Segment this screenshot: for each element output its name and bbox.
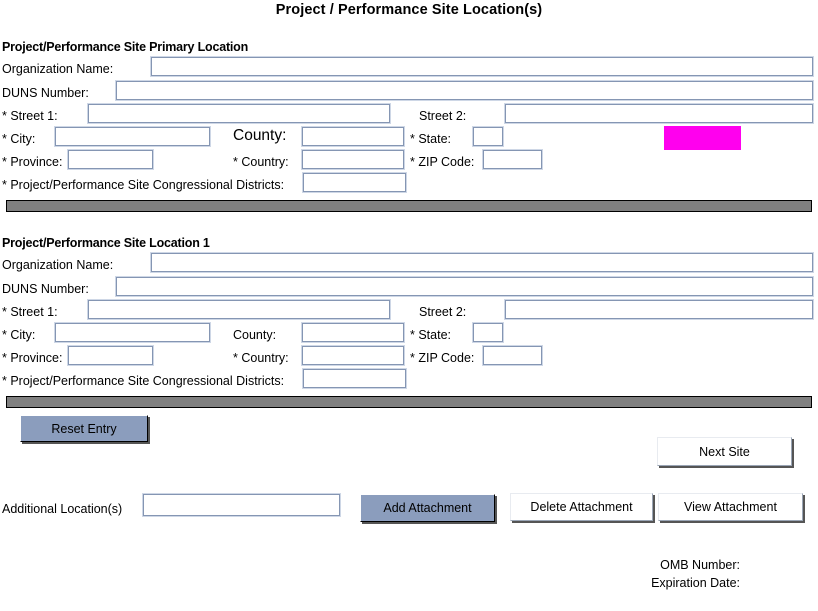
primary-street1-input[interactable] [88, 104, 390, 123]
page-title: Project / Performance Site Location(s) [275, 2, 543, 18]
primary-duns-number-input[interactable] [116, 81, 813, 100]
delete-attachment-button[interactable]: Delete Attachment [510, 493, 653, 521]
location1-organization-name-input[interactable] [151, 253, 813, 272]
primary-street2-label: Street 2: [419, 109, 467, 123]
location1-country-input[interactable] [302, 346, 404, 365]
location1-street1-input[interactable] [88, 300, 390, 319]
primary-street1-label: * Street 1: [2, 109, 58, 123]
primary-state-label: * State: [410, 132, 451, 146]
additional-locations-label: Additional Location(s) [2, 502, 123, 516]
primary-state-highlight-marker [664, 126, 741, 150]
location1-organization-name-label: Organization Name: [2, 258, 114, 272]
primary-province-input[interactable] [68, 150, 153, 169]
primary-state-input[interactable] [473, 127, 503, 146]
location1-congressional-districts-input[interactable] [303, 369, 406, 388]
primary-location-heading: Project/Performance Site Primary Locatio… [2, 40, 249, 54]
location1-city-label: * City: [2, 328, 36, 342]
primary-organization-name-input[interactable] [151, 57, 813, 76]
primary-zip-code-label: * ZIP Code: [410, 155, 475, 169]
location1-heading: Project/Performance Site Location 1 [2, 236, 210, 250]
primary-zip-code-input[interactable] [483, 150, 542, 169]
next-site-button[interactable]: Next Site [657, 437, 792, 466]
primary-city-label: * City: [2, 132, 36, 146]
primary-country-input[interactable] [302, 150, 404, 169]
primary-country-label: * Country: [233, 155, 289, 169]
location1-street2-input[interactable] [505, 300, 813, 319]
primary-street2-input[interactable] [505, 104, 813, 123]
location1-province-input[interactable] [68, 346, 153, 365]
location1-county-input[interactable] [302, 323, 404, 342]
primary-county-label: County: [233, 127, 287, 144]
location1-street1-label: * Street 1: [2, 305, 58, 319]
location1-zip-code-label: * ZIP Code: [410, 351, 475, 365]
primary-duns-number-label: DUNS Number: [2, 86, 89, 100]
location1-zip-code-input[interactable] [483, 346, 542, 365]
location1-county-label: County: [233, 328, 277, 342]
primary-county-input[interactable] [302, 127, 404, 146]
view-attachment-button[interactable]: View Attachment [658, 493, 803, 521]
location1-province-label: * Province: [2, 351, 63, 365]
additional-locations-input[interactable] [143, 494, 340, 516]
reset-entry-button[interactable]: Reset Entry [20, 415, 148, 442]
location1-state-input[interactable] [473, 323, 503, 342]
location1-duns-number-input[interactable] [116, 277, 813, 296]
section-separator-bar-2 [6, 396, 812, 408]
location1-city-input[interactable] [55, 323, 210, 342]
add-attachment-button[interactable]: Add Attachment [360, 494, 495, 522]
location1-street2-label: Street 2: [419, 305, 467, 319]
omb-number-label: OMB Number: [660, 558, 740, 572]
location1-state-label: * State: [410, 328, 451, 342]
location1-country-label: * Country: [233, 351, 289, 365]
location1-duns-number-label: DUNS Number: [2, 282, 89, 296]
section-separator-bar-1 [6, 200, 812, 212]
primary-province-label: * Province: [2, 155, 63, 169]
primary-organization-name-label: Organization Name: [2, 62, 114, 76]
primary-congressional-districts-input[interactable] [303, 173, 406, 192]
location1-congressional-districts-label: * Project/Performance Site Congressional… [2, 374, 285, 388]
primary-congressional-districts-label: * Project/Performance Site Congressional… [2, 178, 285, 192]
expiration-date-label: Expiration Date: [651, 576, 740, 590]
primary-city-input[interactable] [55, 127, 210, 146]
